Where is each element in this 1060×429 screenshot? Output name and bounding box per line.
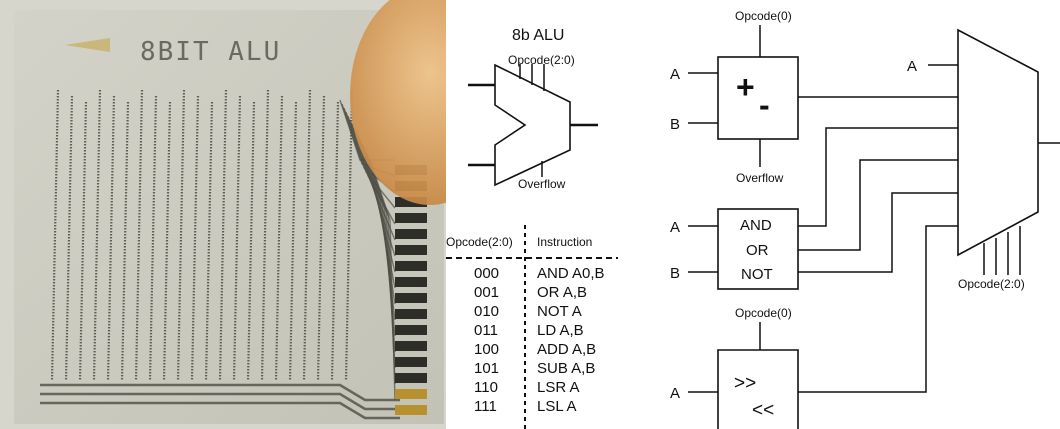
contact-pad [395, 277, 427, 287]
arrow-icon [65, 38, 110, 52]
alu-title: 8b ALU [512, 27, 564, 44]
circuit-trace [274, 95, 284, 381]
finger [350, 0, 446, 205]
circuit-trace [78, 101, 88, 381]
opcode-instruction-cell: OR A,B [537, 284, 587, 301]
adder-plus-symbol: + [736, 69, 755, 105]
circuit-trace [344, 89, 354, 381]
circuit-trace [260, 89, 270, 381]
circuit-traces [40, 89, 400, 420]
bus-trace [40, 401, 400, 420]
opcode-table-rows: 000 AND A0,B 001 OR A,B 010 NOT A 011 LD A,B 100… [474, 265, 605, 415]
opcode-instruction-cell: ADD A,B [537, 341, 596, 358]
circuit-trace [148, 95, 158, 381]
adder-input-b-label: B [670, 116, 680, 133]
opcode-code-cell: 100 [474, 341, 499, 358]
contact-pad [395, 373, 427, 383]
opcode-code-cell: 000 [474, 265, 499, 282]
shifter-right-symbol: >> [734, 373, 756, 394]
alu-overflow-label: Overflow [518, 177, 566, 191]
bus-trace [40, 392, 400, 411]
contact-pad [395, 229, 427, 239]
opcode-instruction-cell: SUB A,B [537, 360, 595, 377]
circuit-trace [92, 89, 102, 381]
circuit-trace [246, 101, 256, 381]
logic-and-wire [798, 127, 958, 227]
alu-opcode-label: Opcode(2:0) [508, 53, 575, 67]
contact-pad [395, 389, 427, 399]
contact-pad [395, 293, 427, 303]
circuit-trace [232, 95, 242, 381]
adder-minus-symbol: - [759, 87, 770, 123]
circuit-trace [64, 95, 74, 381]
shifter-output-wire [798, 225, 958, 393]
circuit-trace [204, 101, 214, 381]
shifter-opcode-label: Opcode(0) [735, 306, 792, 320]
contact-pad [395, 197, 427, 207]
contact-pad [395, 245, 427, 255]
mux-block [957, 28, 1039, 257]
logic-and-label: AND [740, 217, 772, 234]
fanout-trace [369, 159, 396, 401]
alu-chip-photo: 8BIT ALU [0, 0, 446, 429]
logic-or-label: OR [746, 242, 769, 259]
circuit-trace [218, 89, 228, 381]
contact-pad [395, 213, 427, 223]
circuit-trace [302, 89, 312, 381]
circuit-trace [330, 101, 340, 381]
contact-pad [395, 341, 427, 351]
shifter-block [717, 349, 799, 429]
opcode-instruction-cell: LSL A [537, 398, 576, 415]
opcode-code-cell: 011 [474, 322, 498, 339]
adder-overflow-label: Overflow [736, 171, 784, 185]
logic-input-b-label: B [670, 265, 680, 282]
circuit-trace [288, 101, 298, 381]
logic-block [717, 208, 799, 290]
contact-pad [395, 357, 427, 367]
bus-trace [40, 383, 400, 402]
circuit-trace [120, 101, 130, 381]
circuit-trace [190, 95, 200, 381]
adder-block [717, 56, 799, 140]
circuit-trace [134, 89, 144, 381]
opcode-instruction-cell: AND A0,B [537, 265, 605, 282]
logic-or-wire [798, 159, 958, 251]
logic-not-label: NOT [741, 266, 773, 283]
table-header-opcode: Opcode(2:0) [446, 235, 513, 249]
opcode-instruction-cell: NOT A [537, 303, 582, 320]
chip-label: 8BIT ALU [140, 37, 281, 67]
opcode-code-cell: 111 [474, 398, 497, 415]
opcode-code-cell: 001 [474, 284, 499, 301]
circuit-trace [50, 89, 60, 381]
circuit-trace [176, 89, 186, 381]
opcode-code-cell: 110 [474, 379, 498, 396]
adder-opcode-label: Opcode(0) [735, 9, 792, 23]
contact-pad [395, 261, 427, 271]
shifter-left-symbol: << [752, 400, 774, 421]
opcode-code-cell: 010 [474, 303, 499, 320]
mux-opcode-label: Opcode(2:0) [958, 277, 1025, 291]
table-header-instruction: Instruction [537, 235, 592, 249]
circuit-trace [162, 101, 172, 381]
shifter-input-a-label: A [670, 385, 680, 402]
circuit-trace [316, 95, 326, 381]
opcode-instruction-cell: LSR A [537, 379, 580, 396]
adder-input-a-label: A [670, 66, 680, 83]
logic-not-wire [798, 192, 958, 273]
contact-pad [395, 405, 427, 415]
opcode-instruction-cell: LD A,B [537, 322, 584, 339]
mux-input-a-label: A [907, 58, 917, 75]
contact-pad [395, 309, 427, 319]
contact-pad [395, 325, 427, 335]
logic-input-a-label: A [670, 219, 680, 236]
opcode-code-cell: 101 [474, 360, 499, 377]
circuit-trace [106, 95, 116, 381]
